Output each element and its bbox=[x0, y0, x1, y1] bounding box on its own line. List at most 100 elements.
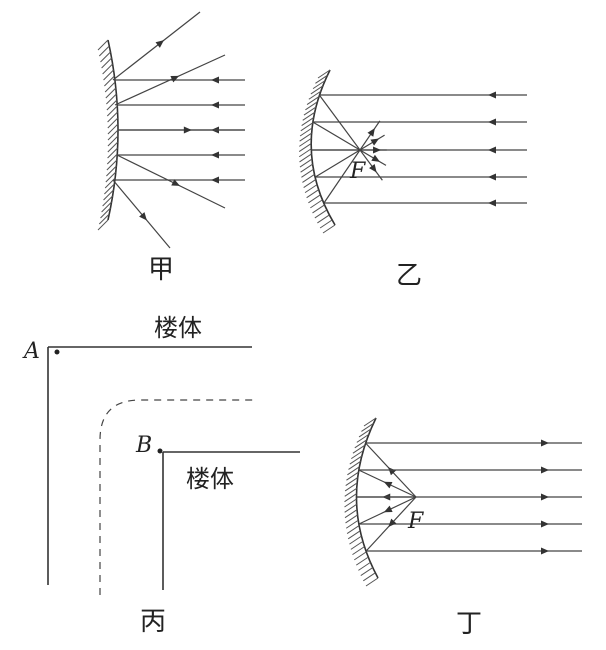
hatch-mark bbox=[345, 519, 359, 529]
hatch-mark bbox=[305, 101, 318, 111]
hatch-mark bbox=[350, 540, 364, 550]
hatch-mark bbox=[354, 551, 367, 561]
hatch-mark bbox=[355, 556, 369, 566]
hatch-mark bbox=[310, 85, 324, 95]
hatch-mark bbox=[347, 466, 360, 476]
hatch-mark bbox=[310, 199, 323, 209]
building-label-bottom: 楼体 bbox=[186, 465, 234, 493]
rays-yi bbox=[311, 91, 527, 207]
hatch-mark bbox=[106, 99, 118, 111]
point-b-label: B bbox=[135, 433, 152, 458]
caption-yi: 乙 bbox=[396, 261, 422, 291]
hatch-mark bbox=[101, 201, 112, 213]
hatch-mark bbox=[360, 567, 374, 576]
mirror-hatch-yi bbox=[298, 69, 336, 234]
hatch-mark bbox=[107, 147, 118, 159]
mirror-hatch-ding bbox=[344, 417, 379, 587]
hatch-mark bbox=[102, 195, 113, 207]
ray-arrow bbox=[488, 199, 496, 207]
hatch-mark bbox=[349, 535, 362, 545]
hatch-mark bbox=[104, 81, 116, 93]
ray-arrow bbox=[367, 128, 375, 137]
hatch-mark bbox=[363, 572, 376, 582]
hatch-mark bbox=[344, 509, 358, 519]
hatch-mark bbox=[106, 159, 118, 171]
ray-arrow bbox=[370, 138, 380, 146]
hatch-mark bbox=[312, 80, 326, 90]
ray-arrow bbox=[171, 179, 180, 186]
hatch-mark bbox=[344, 487, 358, 497]
hatch-mark bbox=[344, 493, 357, 503]
rays-ding bbox=[356, 439, 582, 555]
hatch-mark bbox=[344, 498, 357, 508]
hatch-mark bbox=[107, 129, 119, 141]
caption-jia: 甲 bbox=[148, 255, 174, 285]
hatch-mark bbox=[298, 148, 312, 158]
hatch-mark bbox=[346, 471, 359, 481]
hatch-mark bbox=[304, 184, 318, 194]
hatch-mark bbox=[352, 546, 365, 556]
concave-mirror-ding bbox=[355, 417, 379, 579]
ray-arrow bbox=[369, 163, 377, 173]
hatch-mark bbox=[345, 514, 358, 524]
hatch-mark bbox=[349, 455, 363, 465]
hatch-mark bbox=[358, 428, 372, 438]
hatch-mark bbox=[303, 106, 317, 116]
hatch-mark bbox=[347, 530, 361, 540]
point-a-dot bbox=[54, 349, 60, 355]
reflected-ray bbox=[112, 179, 171, 249]
hatch-mark bbox=[106, 93, 117, 105]
panel-bing: A 楼体 B 楼体 丙 bbox=[22, 314, 300, 637]
hatch-mark bbox=[103, 69, 114, 81]
hatch-mark bbox=[107, 123, 119, 135]
ray-arrow bbox=[371, 154, 380, 162]
hatch-mark bbox=[351, 450, 364, 460]
hatch-mark bbox=[317, 69, 331, 79]
hatch-mark bbox=[105, 171, 117, 183]
mirror-hatch-jia bbox=[97, 39, 119, 231]
hatch-mark bbox=[344, 503, 357, 513]
hatch-mark bbox=[363, 417, 377, 427]
hatch-mark bbox=[365, 577, 379, 587]
rays-jia bbox=[112, 11, 245, 249]
hatch-mark bbox=[345, 477, 358, 487]
hatch-mark bbox=[303, 179, 316, 188]
hatch-mark bbox=[299, 137, 312, 147]
hatch-mark bbox=[300, 163, 313, 173]
ray-arrow bbox=[388, 467, 397, 476]
hatch-mark bbox=[106, 105, 118, 117]
ray-arrow bbox=[488, 146, 496, 154]
ray-arrow bbox=[488, 91, 496, 99]
hatch-mark bbox=[98, 45, 110, 57]
hatch-mark bbox=[104, 75, 115, 87]
hatch-mark bbox=[106, 165, 117, 177]
hatch-mark bbox=[317, 214, 330, 224]
hatch-mark bbox=[97, 39, 109, 51]
hatch-mark bbox=[103, 189, 114, 201]
ray-arrow bbox=[541, 466, 549, 474]
ray-arrow bbox=[488, 118, 496, 126]
hatch-mark bbox=[354, 439, 368, 449]
reflected-ray bbox=[112, 11, 201, 81]
hatch-mark bbox=[299, 153, 312, 163]
hatch-mark bbox=[106, 153, 118, 165]
hatch-mark bbox=[315, 74, 328, 84]
hatch-mark bbox=[306, 96, 320, 105]
hatch-mark bbox=[344, 482, 358, 492]
ray-arrow bbox=[183, 126, 192, 134]
hatch-mark bbox=[104, 183, 115, 195]
panel-ding: F 丁 bbox=[344, 417, 582, 639]
reflected-ray bbox=[114, 54, 226, 106]
ray-arrow bbox=[383, 481, 393, 489]
hatch-mark bbox=[356, 433, 370, 443]
ray-arrow bbox=[488, 173, 496, 181]
ray-arrow bbox=[373, 146, 382, 154]
focus-label-yi: F bbox=[349, 159, 366, 184]
concave-mirror-yi bbox=[310, 69, 336, 226]
panel-yi: F 乙 bbox=[298, 69, 527, 291]
hatch-mark bbox=[314, 209, 328, 219]
hatch-mark bbox=[97, 219, 109, 231]
ray-arrow bbox=[211, 151, 219, 159]
hatch-mark bbox=[100, 51, 111, 63]
